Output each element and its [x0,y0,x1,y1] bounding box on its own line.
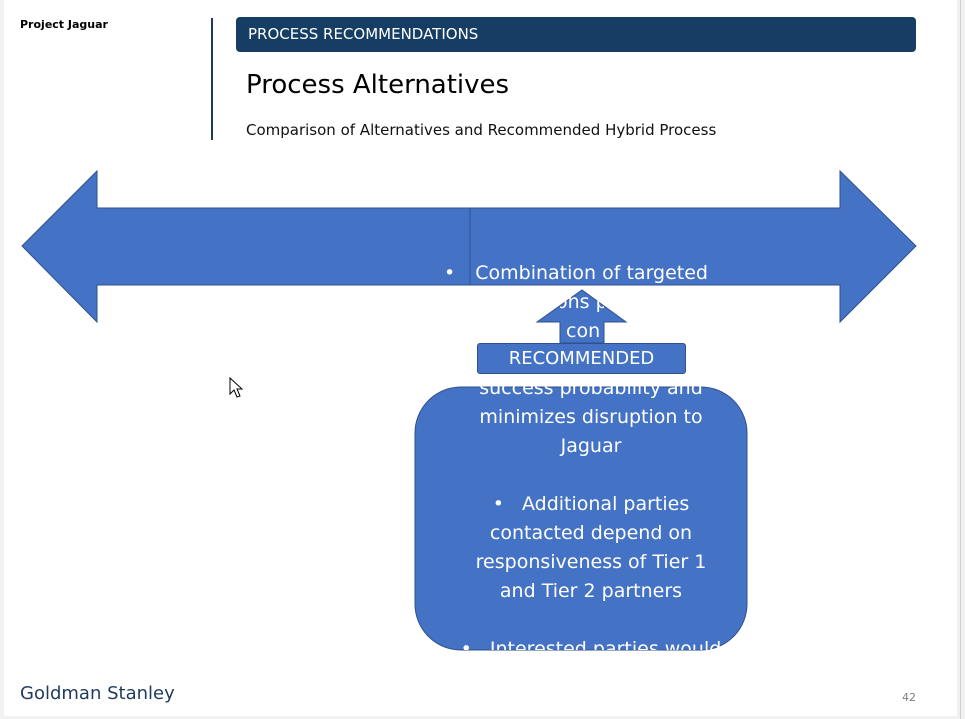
double-arrow[interactable] [21,169,917,324]
arrow-text-line-2: ons p [560,291,604,313]
diagram-shapes [21,169,917,651]
box-text-line-6: responsiveness of Tier 1 [475,551,707,573]
mouse-cursor-icon [229,377,243,398]
page-number: 42 [902,691,916,704]
box-text: success probability and minimizes disrup… [415,374,747,650]
arrow-text-clip: ons p con [560,288,604,343]
project-name: Project Jaguar [20,18,108,31]
box-text-line-5: contacted depend on [489,522,693,544]
page-title: Process Alternatives [246,70,510,100]
box-text-line-2: minimizes disruption to [479,406,703,428]
up-arrow[interactable] [535,289,628,344]
box-text-clip: success probability and minimizes disrup… [415,374,747,650]
arrow-text-line-3: con [566,320,601,342]
box-text-line-3: Jaguar [560,435,622,457]
arrow-text-line-1: Combination of targeted [475,262,708,284]
arrow-bullet-text: • Combination of targeted [444,262,708,284]
slide: Project Jaguar PROCESS RECOMMENDATIONS P… [4,0,957,716]
section-banner: PROCESS RECOMMENDATIONS [236,17,916,52]
box-text-line-7: and Tier 2 partners [499,580,683,602]
window-edge [960,0,961,719]
page-subtitle: Comparison of Alternatives and Recommend… [246,121,717,139]
header-divider [211,18,213,140]
box-text-line-4: •Additional parties [492,493,690,515]
footer-brand: Goldman Stanley [20,683,175,704]
box-text-line-8: •Interested parties would [460,638,722,650]
box-text-line-1: success probability and [479,377,703,399]
recommended-process-box[interactable] [414,386,748,651]
recommended-label[interactable]: RECOMMENDED [477,343,686,374]
